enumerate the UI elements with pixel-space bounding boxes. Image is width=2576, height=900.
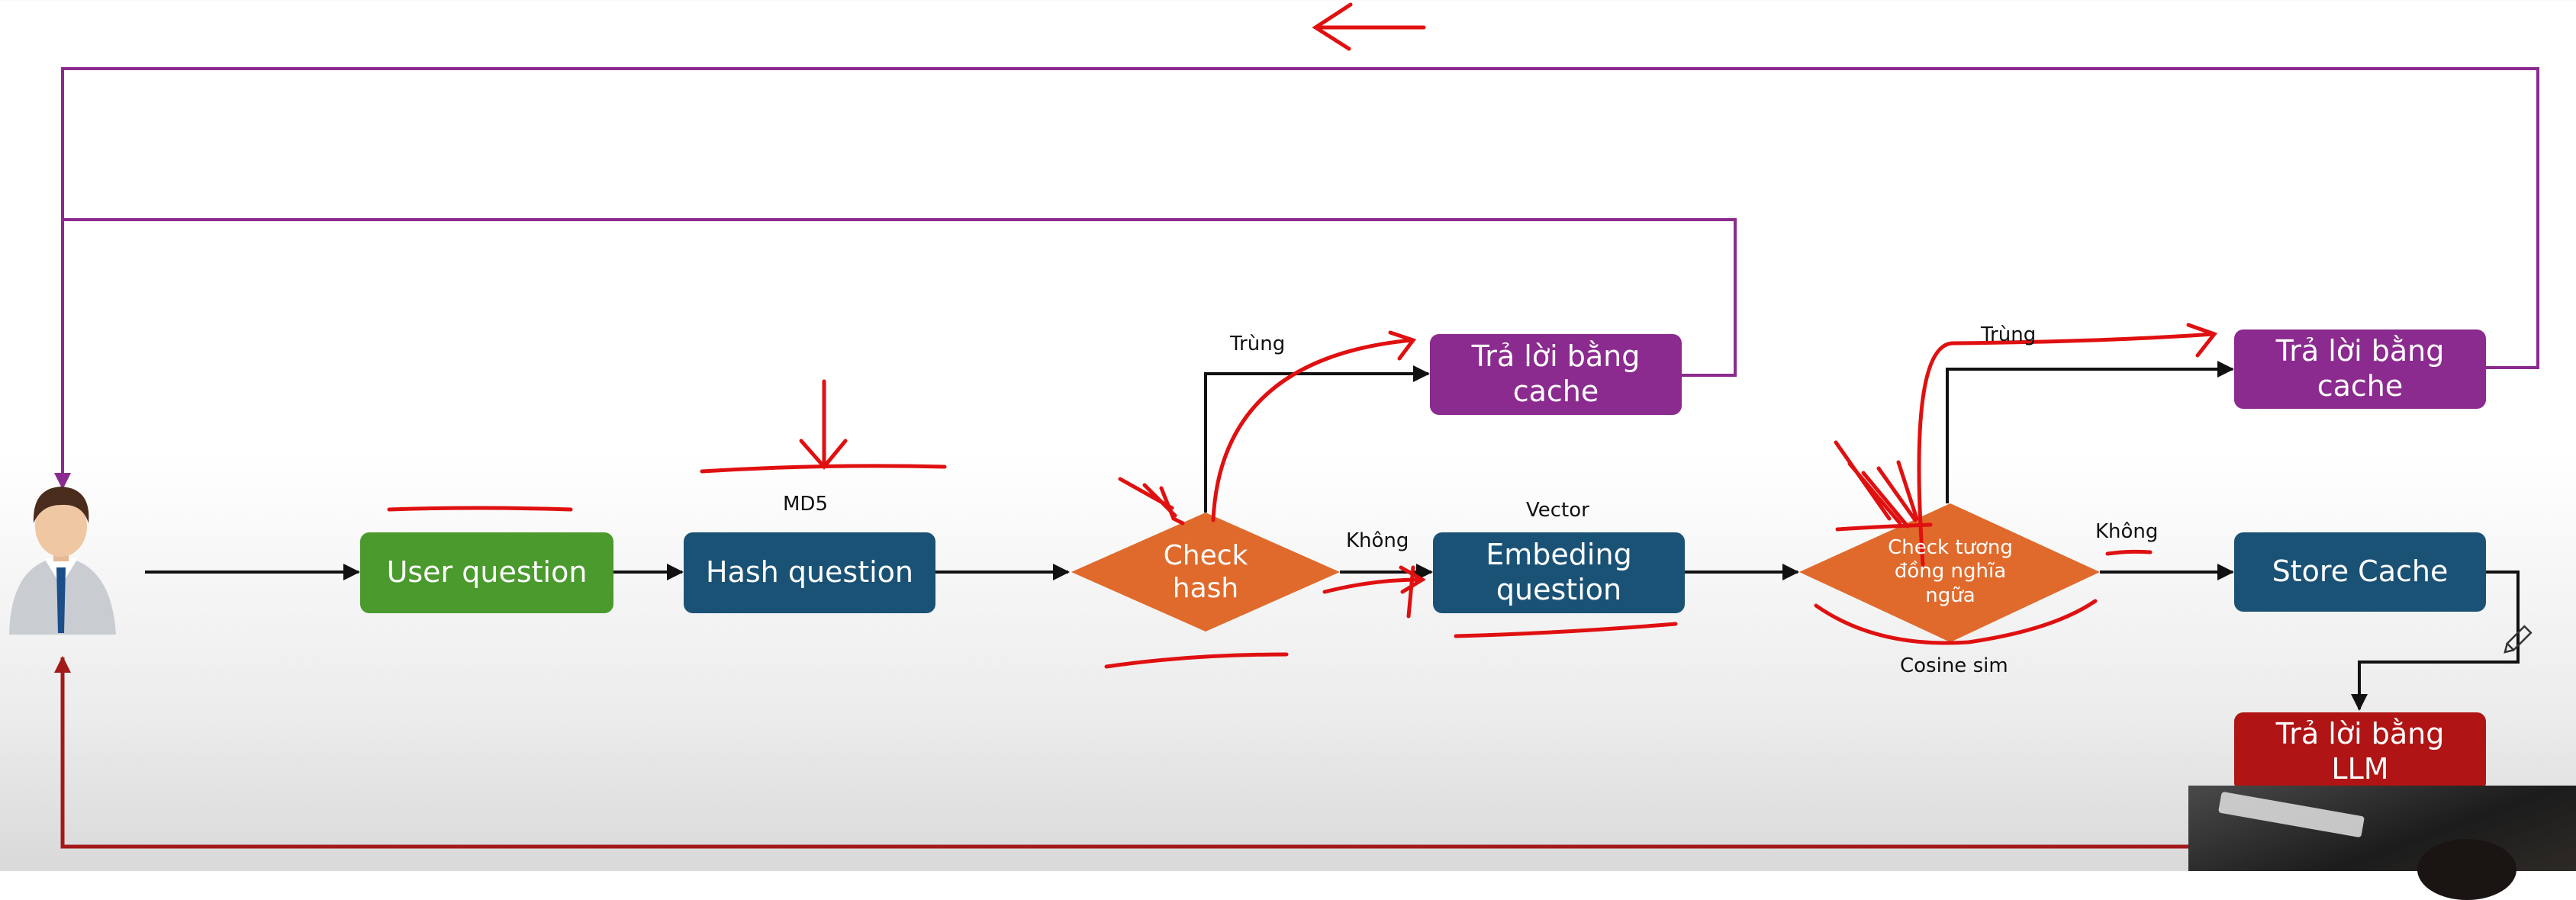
hash-question-box[interactable]: Hash question xyxy=(684,532,935,613)
user-avatar-icon xyxy=(9,487,116,635)
llm-answer-label: Trả lời bằng LLM xyxy=(2275,717,2445,786)
check-similarity-diamond[interactable] xyxy=(1799,503,2100,642)
annotation-underline-embedding xyxy=(1454,622,1678,638)
return-line-llm xyxy=(54,656,2190,849)
miss-label-2: Không xyxy=(2095,520,2159,543)
annotation-arrow-similarity-to-cache-2 xyxy=(1917,323,2218,567)
annotation-underline-user-question xyxy=(387,506,573,512)
annotation-line-md5 xyxy=(700,464,947,474)
annotation-arrow-check-to-cache-1 xyxy=(1211,330,1417,522)
cache-answer-box-2[interactable]: Trả lời bằng cache xyxy=(2234,329,2486,409)
user-question-box[interactable]: User question xyxy=(360,532,613,613)
llm-answer-box[interactable]: Trả lời bằng LLM xyxy=(2234,712,2486,792)
edge-store-to-llm xyxy=(2351,571,2520,711)
edge-check-to-cache-1 xyxy=(1204,365,1430,513)
annotation-scribble-similarity xyxy=(1834,440,1919,529)
hash-question-label: Hash question xyxy=(706,555,913,590)
cache-return-lines xyxy=(54,67,2539,490)
return-line-cache-2 xyxy=(54,67,2539,490)
flow-diagram xyxy=(9,2,2539,849)
annotation-underline-check-hash xyxy=(1104,652,1289,669)
embedding-question-box[interactable]: Embeding question xyxy=(1433,532,1685,613)
pencil-icon xyxy=(2504,625,2533,654)
cosine-label: Cosine sim xyxy=(1900,654,2008,677)
annotation-arrow-into-similarity xyxy=(1835,522,1933,532)
annotation-scribble-check-hash xyxy=(1118,477,1185,526)
vector-label: Vector xyxy=(1526,499,1589,522)
cache-answer-label-2: Trả lời bằng cache xyxy=(2275,334,2445,403)
hit-label-1: Trùng xyxy=(1230,333,1286,355)
check-hash-label: Check hash xyxy=(1163,539,1248,604)
annotation-underline-khong xyxy=(2105,549,2153,556)
left-arrow-icon xyxy=(1312,2,1426,51)
annotation-arrow-check-to-embedding xyxy=(1322,565,1426,619)
return-line-cache-1 xyxy=(63,218,1737,377)
check-hash-diamond[interactable] xyxy=(1071,513,1340,632)
md5-label: MD5 xyxy=(783,493,828,516)
store-cache-box[interactable]: Store Cache xyxy=(2234,532,2486,612)
store-cache-label: Store Cache xyxy=(2272,554,2449,589)
miss-label-1: Không xyxy=(1346,529,1409,552)
main-flow-connectors xyxy=(145,361,2520,711)
annotation-layer xyxy=(387,2,2218,669)
check-similarity-label: Check tương đồng nghĩa ngữa xyxy=(1888,536,2013,607)
webcam-overlay xyxy=(2188,786,2576,900)
hit-label-2: Trùng xyxy=(1981,323,2037,346)
cache-answer-box-1[interactable]: Trả lời bằng cache xyxy=(1430,334,1682,415)
user-question-label: User question xyxy=(386,555,588,590)
edge-similarity-to-cache-2 xyxy=(1946,361,2234,503)
embedding-question-label: Embeding question xyxy=(1486,538,1632,606)
annotation-underline-similarity xyxy=(1814,599,2098,645)
cache-answer-label-1: Trả lời bằng cache xyxy=(1471,339,1641,408)
annotation-down-arrow-md5 xyxy=(799,379,848,470)
